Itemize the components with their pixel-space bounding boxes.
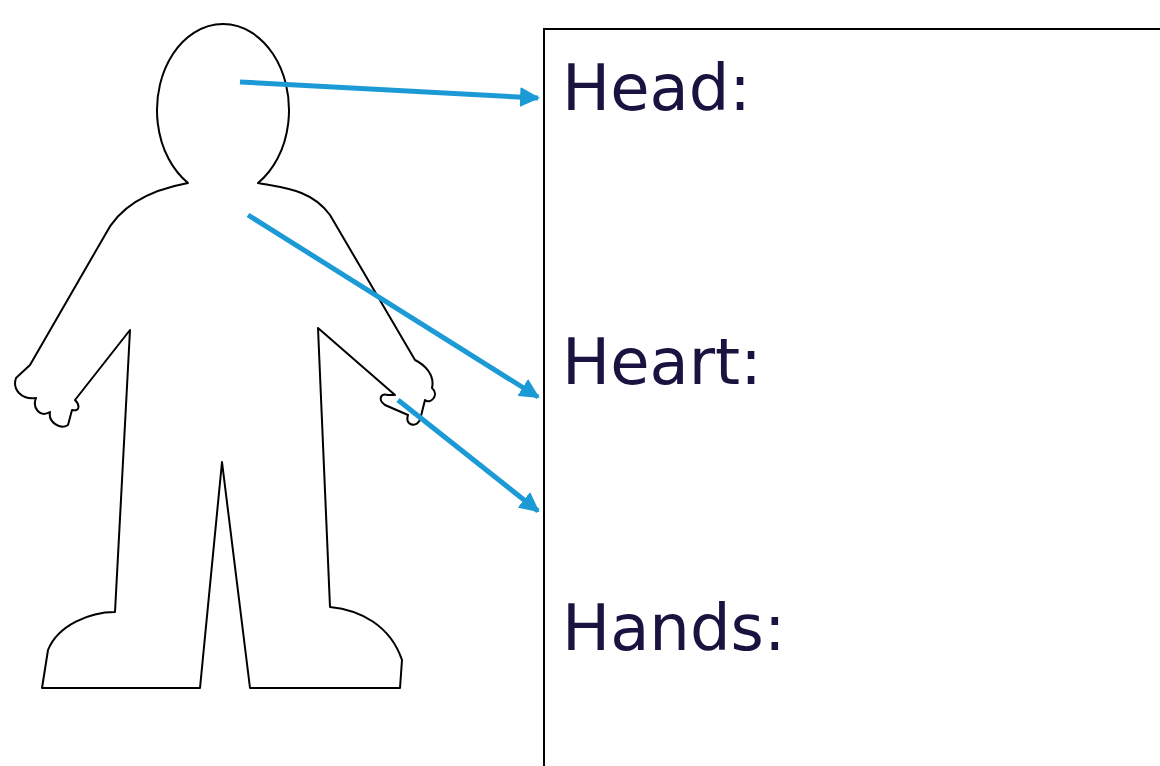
leader-arrow — [398, 400, 538, 511]
person-outline — [15, 24, 435, 688]
leader-arrow — [248, 215, 538, 397]
prompt-label: Heart: — [562, 330, 762, 394]
prompt-label: Hands: — [562, 596, 785, 660]
leader-arrow — [240, 82, 538, 98]
prompt-label: Head: — [562, 56, 751, 120]
answer-box: Head: Heart: Hands: — [543, 28, 1160, 766]
